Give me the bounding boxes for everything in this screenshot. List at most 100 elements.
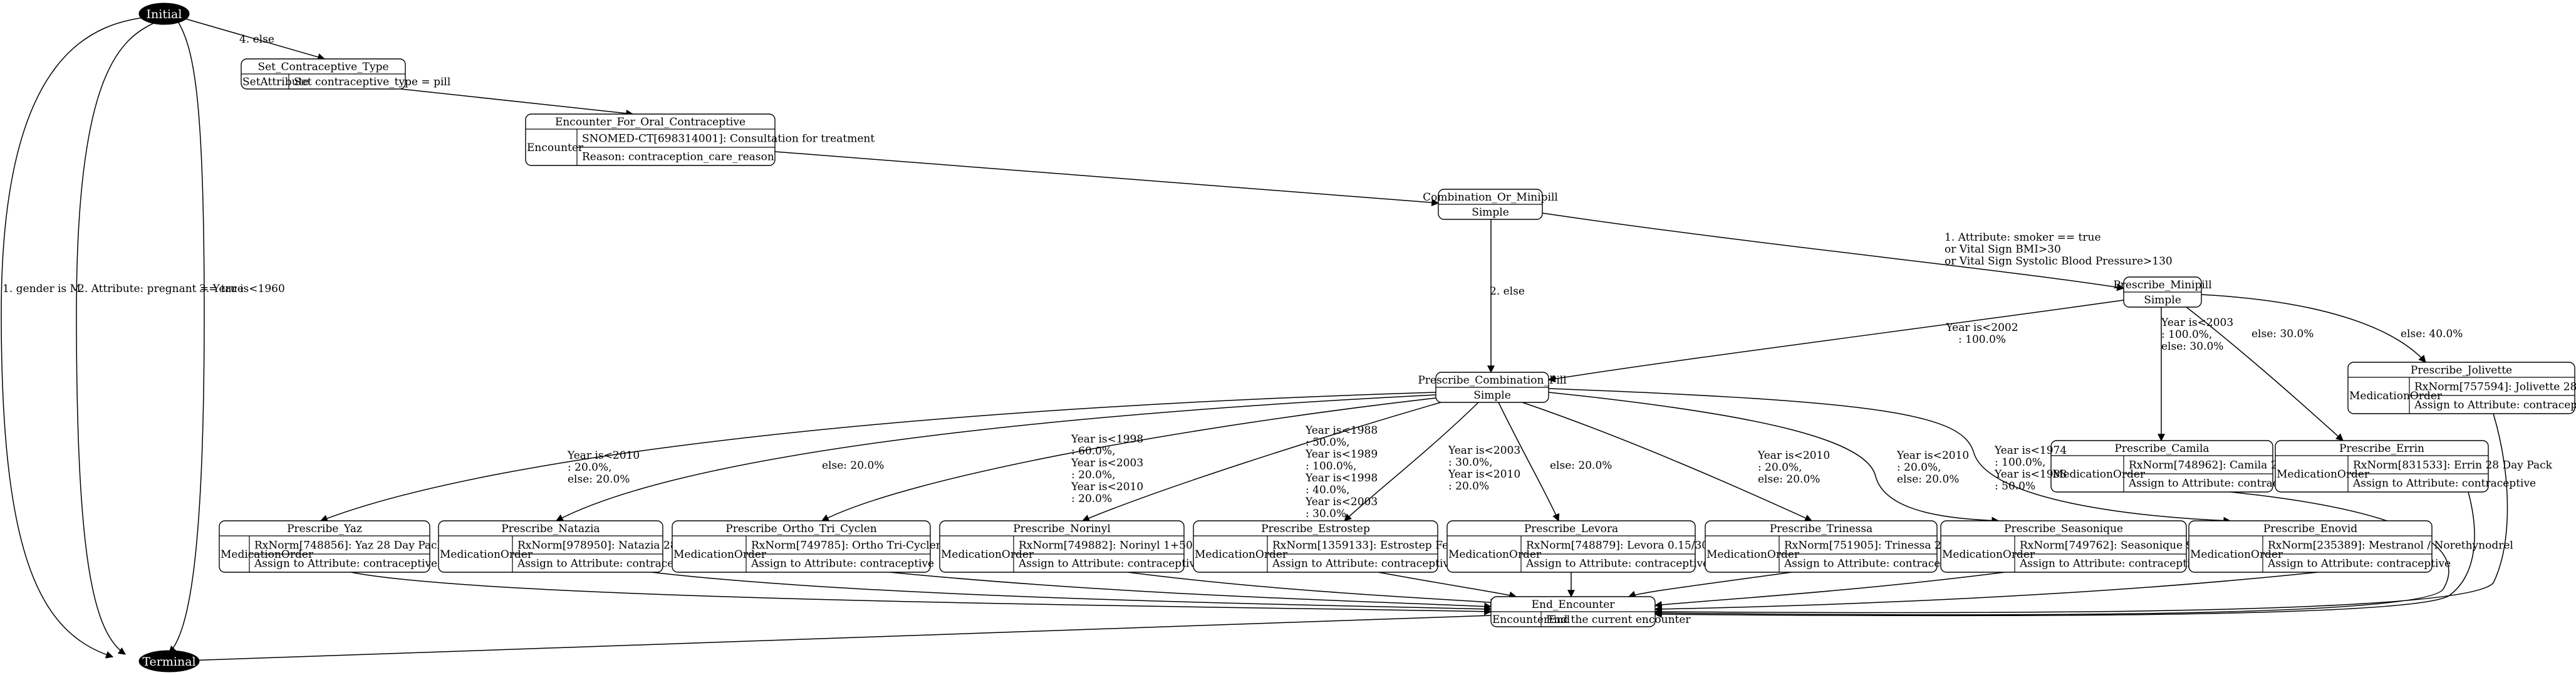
end-encounter-detail-0: End the current encounter xyxy=(1546,614,1691,626)
edge-combination-estrostep-label-line: Year is<2003 xyxy=(1448,444,1520,457)
edge-norinyl-end xyxy=(1127,572,1498,607)
edge-minipill-combination xyxy=(1547,299,2128,383)
encounter-for-oral-contraceptive-box xyxy=(525,113,776,166)
node-terminal: Terminal xyxy=(138,650,200,672)
edge-minipill-combination-label-line: Year is<2002 xyxy=(1945,322,2018,334)
edge-combination-estrostep-label-line: : 30.0%, xyxy=(1448,456,1493,469)
prescribe-trinessa-title: Prescribe_Trinessa xyxy=(1770,523,1872,535)
edge-combination-ortho-label-line: : 60.0%, xyxy=(1071,445,1116,458)
prescribe-ortho-tri-cyclen-detail-1: Assign to Attribute: contraceptive xyxy=(750,558,934,570)
edge-combination-levora-label: else: 20.0% xyxy=(1550,459,1612,472)
prescribe-levora-box xyxy=(1446,520,1696,573)
edge-combination-seasonique-label-line: : 20.0%, xyxy=(1897,461,1941,474)
edge-combination-estrostep-label: Year is<2003: 30.0%,Year is<2010: 20.0% xyxy=(1448,444,1520,493)
prescribe-norinyl-title: Prescribe_Norinyl xyxy=(1013,523,1111,535)
prescribe-norinyl-box xyxy=(939,520,1185,573)
edge-initial-terminal-gender-label: 1. gender is M xyxy=(3,283,81,295)
prescribe-seasonique-type: MedicationOrder xyxy=(1942,548,2035,561)
edge-minipill-jolivette-label: else: 40.0% xyxy=(2401,328,2463,340)
prescribe-seasonique-title: Prescribe_Seasonique xyxy=(2004,523,2123,535)
edge-combination-levora-label-line: else: 20.0% xyxy=(1550,459,1612,472)
edge-encounter-combo xyxy=(774,151,1440,207)
edge-combination-seasonique-label: Year is<2010: 20.0%,else: 20.0% xyxy=(1896,449,1969,486)
initial-oval xyxy=(138,3,190,25)
edge-combination-ortho-label-line: Year is<2010 xyxy=(1071,481,1143,493)
prescribe-seasonique-box xyxy=(1940,520,2187,573)
prescribe-yaz-detail-0: RxNorm[748856]: Yaz 28 Day Pack xyxy=(254,540,444,552)
edge-combination-natazia xyxy=(555,394,1436,521)
node-prescribe-enovid: Prescribe_EnovidMedicationOrderRxNorm[23… xyxy=(2188,520,2513,573)
edge-combination-norinyl-label-line: Year is<1989 xyxy=(1305,448,1378,461)
edge-initial-terminal-gender-label-line: 1. gender is M xyxy=(3,283,81,295)
prescribe-camila-box xyxy=(2050,440,2273,493)
edge-yaz-end xyxy=(350,572,1492,615)
edge-estrostep-end xyxy=(1378,572,1517,599)
set-contraceptive-type-title: Set_Contraceptive_Type xyxy=(257,61,388,73)
edge-combination-seasonique-label-line: Year is<2010 xyxy=(1896,449,1969,462)
edge-combination-enovid-label-line: Year is<1988 xyxy=(1994,468,2067,481)
terminal-oval xyxy=(138,650,200,672)
terminal-label: Terminal xyxy=(142,655,195,669)
node-prescribe-jolivette: Prescribe_JolivetteMedicationOrderRxNorm… xyxy=(2347,362,2576,414)
edge-combination-yaz-label: Year is<2010: 20.0%,else: 20.0% xyxy=(567,449,640,486)
prescribe-minipill-type: Simple xyxy=(2144,294,2181,306)
edge-combo-minipill-label-line: or Vital Sign Systolic Blood Pressure>13… xyxy=(1945,255,2173,268)
edge-minipill-camila-label-line: else: 30.0% xyxy=(2161,340,2223,353)
encounter-for-oral-contraceptive-title: Encounter_For_Oral_Contraceptive xyxy=(555,116,745,128)
prescribe-enovid-box xyxy=(2188,520,2433,573)
edge-combination-trinessa xyxy=(1522,402,1813,521)
edge-combination-norinyl-label-line: : 50.0%, xyxy=(1306,436,1350,449)
edge-combination-yaz xyxy=(319,392,1436,522)
edge-combination-norinyl-label-line: Year is<2003 xyxy=(1305,496,1378,508)
edge-seasonique-end xyxy=(1654,572,2005,609)
prescribe-minipill-title: Prescribe_Minipill xyxy=(2113,279,2211,291)
edge-combination-ortho xyxy=(821,397,1436,521)
edge-combination-norinyl-label-line: : 40.0%, xyxy=(1306,484,1350,496)
prescribe-trinessa-type: MedicationOrder xyxy=(1706,548,1800,561)
edge-combo-minipill-label-line: or Vital Sign BMI>30 xyxy=(1945,243,2061,256)
edge-minipill-jolivette-label-line: else: 40.0% xyxy=(2401,328,2463,340)
prescribe-errin-title: Prescribe_Errin xyxy=(2339,442,2424,455)
prescribe-estrostep-box xyxy=(1193,520,1438,573)
edge-errin-end xyxy=(1654,491,2475,619)
edge-combination-norinyl-label-line: Year is<1988 xyxy=(1305,424,1378,437)
prescribe-natazia-title: Prescribe_Natazia xyxy=(501,523,600,535)
prescribe-combination-pill-title: Prescribe_Combination_Pill xyxy=(1418,374,1566,387)
edge-initial-terminal-pregnant xyxy=(76,21,158,655)
set-contraceptive-type-type: SetAttribute xyxy=(242,76,309,88)
edge-combination-estrostep-label-line: Year is<2010 xyxy=(1448,468,1520,481)
edge-combination-norinyl-label: Year is<1988: 50.0%,Year is<1989: 100.0%… xyxy=(1305,424,1378,520)
node-prescribe-yaz: Prescribe_YazMedicationOrderRxNorm[74885… xyxy=(219,520,444,573)
prescribe-ortho-tri-cyclen-title: Prescribe_Ortho_Tri_Cyclen xyxy=(725,523,876,535)
edge-trinessa-end xyxy=(1628,572,1792,599)
edge-combination-levora xyxy=(1498,402,1560,522)
edge-combination-enovid-label-line: Year is<1974 xyxy=(1994,444,2067,457)
edge-initial-set xyxy=(185,18,326,61)
edge-combination-ortho-label-line: Year is<2003 xyxy=(1071,457,1143,469)
edge-combination-estrostep xyxy=(1344,402,1479,521)
prescribe-errin-type: MedicationOrder xyxy=(2277,468,2370,481)
edge-combination-seasonique xyxy=(1548,392,2000,525)
prescribe-estrostep-type: MedicationOrder xyxy=(1195,548,1288,561)
prescribe-enovid-type: MedicationOrder xyxy=(2190,548,2283,561)
edge-combination-trinessa-label: Year is<2010: 20.0%,else: 20.0% xyxy=(1757,449,1830,486)
edge-minipill-errin xyxy=(2186,306,2344,441)
prescribe-camila-title: Prescribe_Camila xyxy=(2114,442,2209,455)
edge-combination-enovid-label-line: : 100.0%, xyxy=(1995,456,2045,469)
prescribe-yaz-detail-1: Assign to Attribute: contraceptive xyxy=(254,558,437,570)
combination-or-minipill-type: Simple xyxy=(1472,206,1509,219)
edge-minipill-combination-label-line: : 100.0% xyxy=(1958,333,2006,346)
set-contraceptive-type-detail-0: Set contraceptive_type = pill xyxy=(294,76,450,88)
edge-minipill-jolivette xyxy=(2201,294,2426,363)
edge-combination-enovid-label: Year is<1974: 100.0%,Year is<1988: 50.0% xyxy=(1994,444,2067,493)
prescribe-enovid-detail-0: RxNorm[235389]: Mestranol / Norethynodre… xyxy=(2268,540,2513,552)
encounter-for-oral-contraceptive-detail-0: SNOMED-CT[698314001]: Consultation for t… xyxy=(582,133,875,145)
prescribe-levora-title: Prescribe_Levora xyxy=(1524,523,1618,535)
edge-combination-ortho-label-line: Year is<1998 xyxy=(1071,433,1143,446)
node-initial: Initial xyxy=(138,3,190,25)
edge-combination-norinyl xyxy=(1081,402,1441,522)
